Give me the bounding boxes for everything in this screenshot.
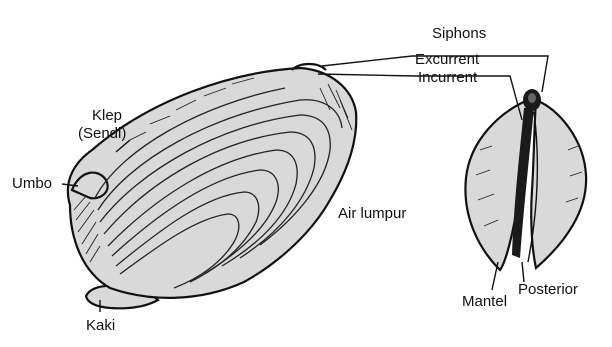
- right-valve: [531, 100, 586, 268]
- label-mantel: Mantel: [462, 293, 507, 310]
- label-incurrent: Incurrent: [418, 69, 478, 86]
- label-umbo: Umbo: [12, 175, 52, 192]
- label-air-lumpur: Air lumpur: [338, 205, 406, 222]
- clam-side-view: [68, 64, 356, 308]
- label-siphons: Siphons: [432, 25, 486, 42]
- label-kaki: Kaki: [86, 317, 115, 334]
- clam-posterior-view: [465, 89, 586, 270]
- label-posterior: Posterior: [518, 281, 578, 298]
- label-sendi: (Sendi): [78, 125, 126, 142]
- label-klep: Klep: [92, 107, 122, 124]
- label-excurrent: Excurrent: [415, 51, 480, 68]
- shell-outline: [68, 68, 356, 298]
